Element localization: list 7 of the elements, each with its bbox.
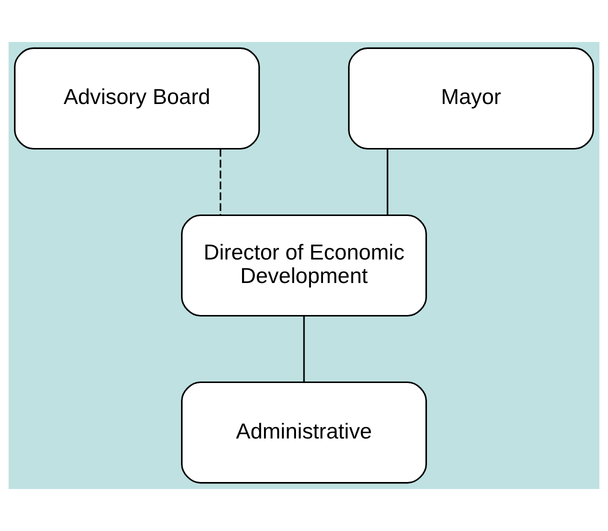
connector [220, 149, 222, 216]
connector [303, 316, 305, 382]
node-box: Administrative [181, 382, 427, 484]
node-box: Advisory Board [14, 47, 260, 150]
node-box: Director of Economic Development [181, 214, 427, 317]
node-box: Mayor [348, 47, 594, 150]
connector [386, 149, 388, 216]
